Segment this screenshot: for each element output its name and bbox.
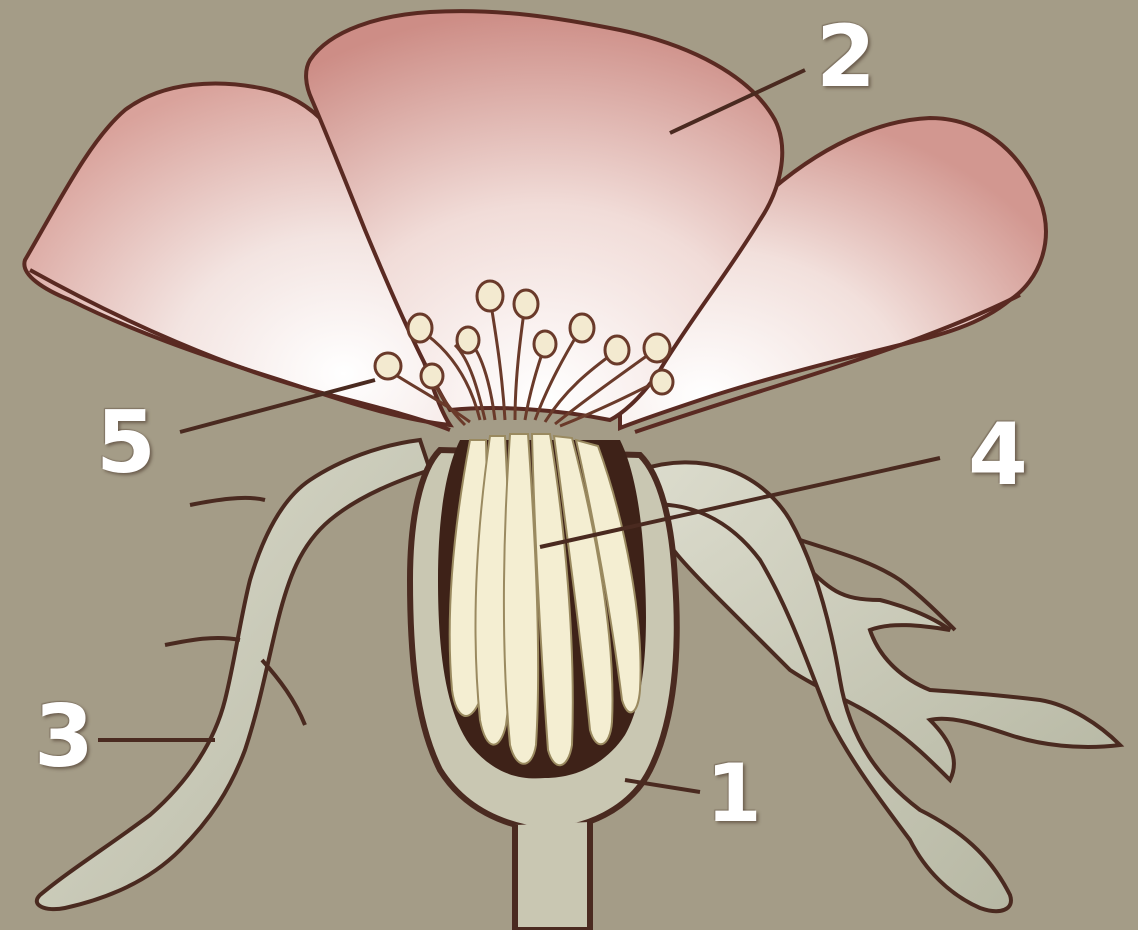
label-stamen: 5: [96, 400, 156, 486]
sepal-left: [37, 440, 430, 909]
leader-line-5: [180, 380, 375, 432]
label-receptacle: 1: [706, 754, 762, 834]
label-sepal: 3: [34, 694, 94, 780]
label-petal: 2: [816, 14, 876, 100]
pistils: [438, 434, 646, 778]
label-pistils: 4: [968, 412, 1028, 498]
